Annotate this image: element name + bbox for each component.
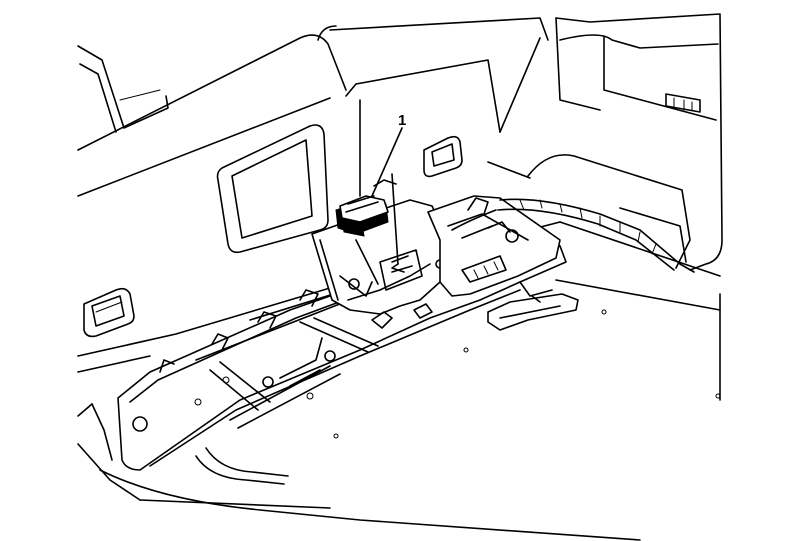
callout-label-1: 1 (398, 112, 407, 129)
right-quarter-trim (487, 13, 723, 271)
left-seat-window (216, 124, 329, 254)
right-bracket (427, 195, 561, 297)
floor-fasteners (333, 309, 721, 439)
front-floor-rail (77, 403, 641, 541)
seat-latch-handles (83, 135, 463, 338)
callout-leader (371, 127, 403, 197)
wiring-harness (391, 173, 695, 273)
right-seat-back (317, 17, 601, 197)
left-seat-back (77, 34, 347, 197)
floor-bracket-lower (487, 281, 579, 331)
module (335, 179, 397, 237)
